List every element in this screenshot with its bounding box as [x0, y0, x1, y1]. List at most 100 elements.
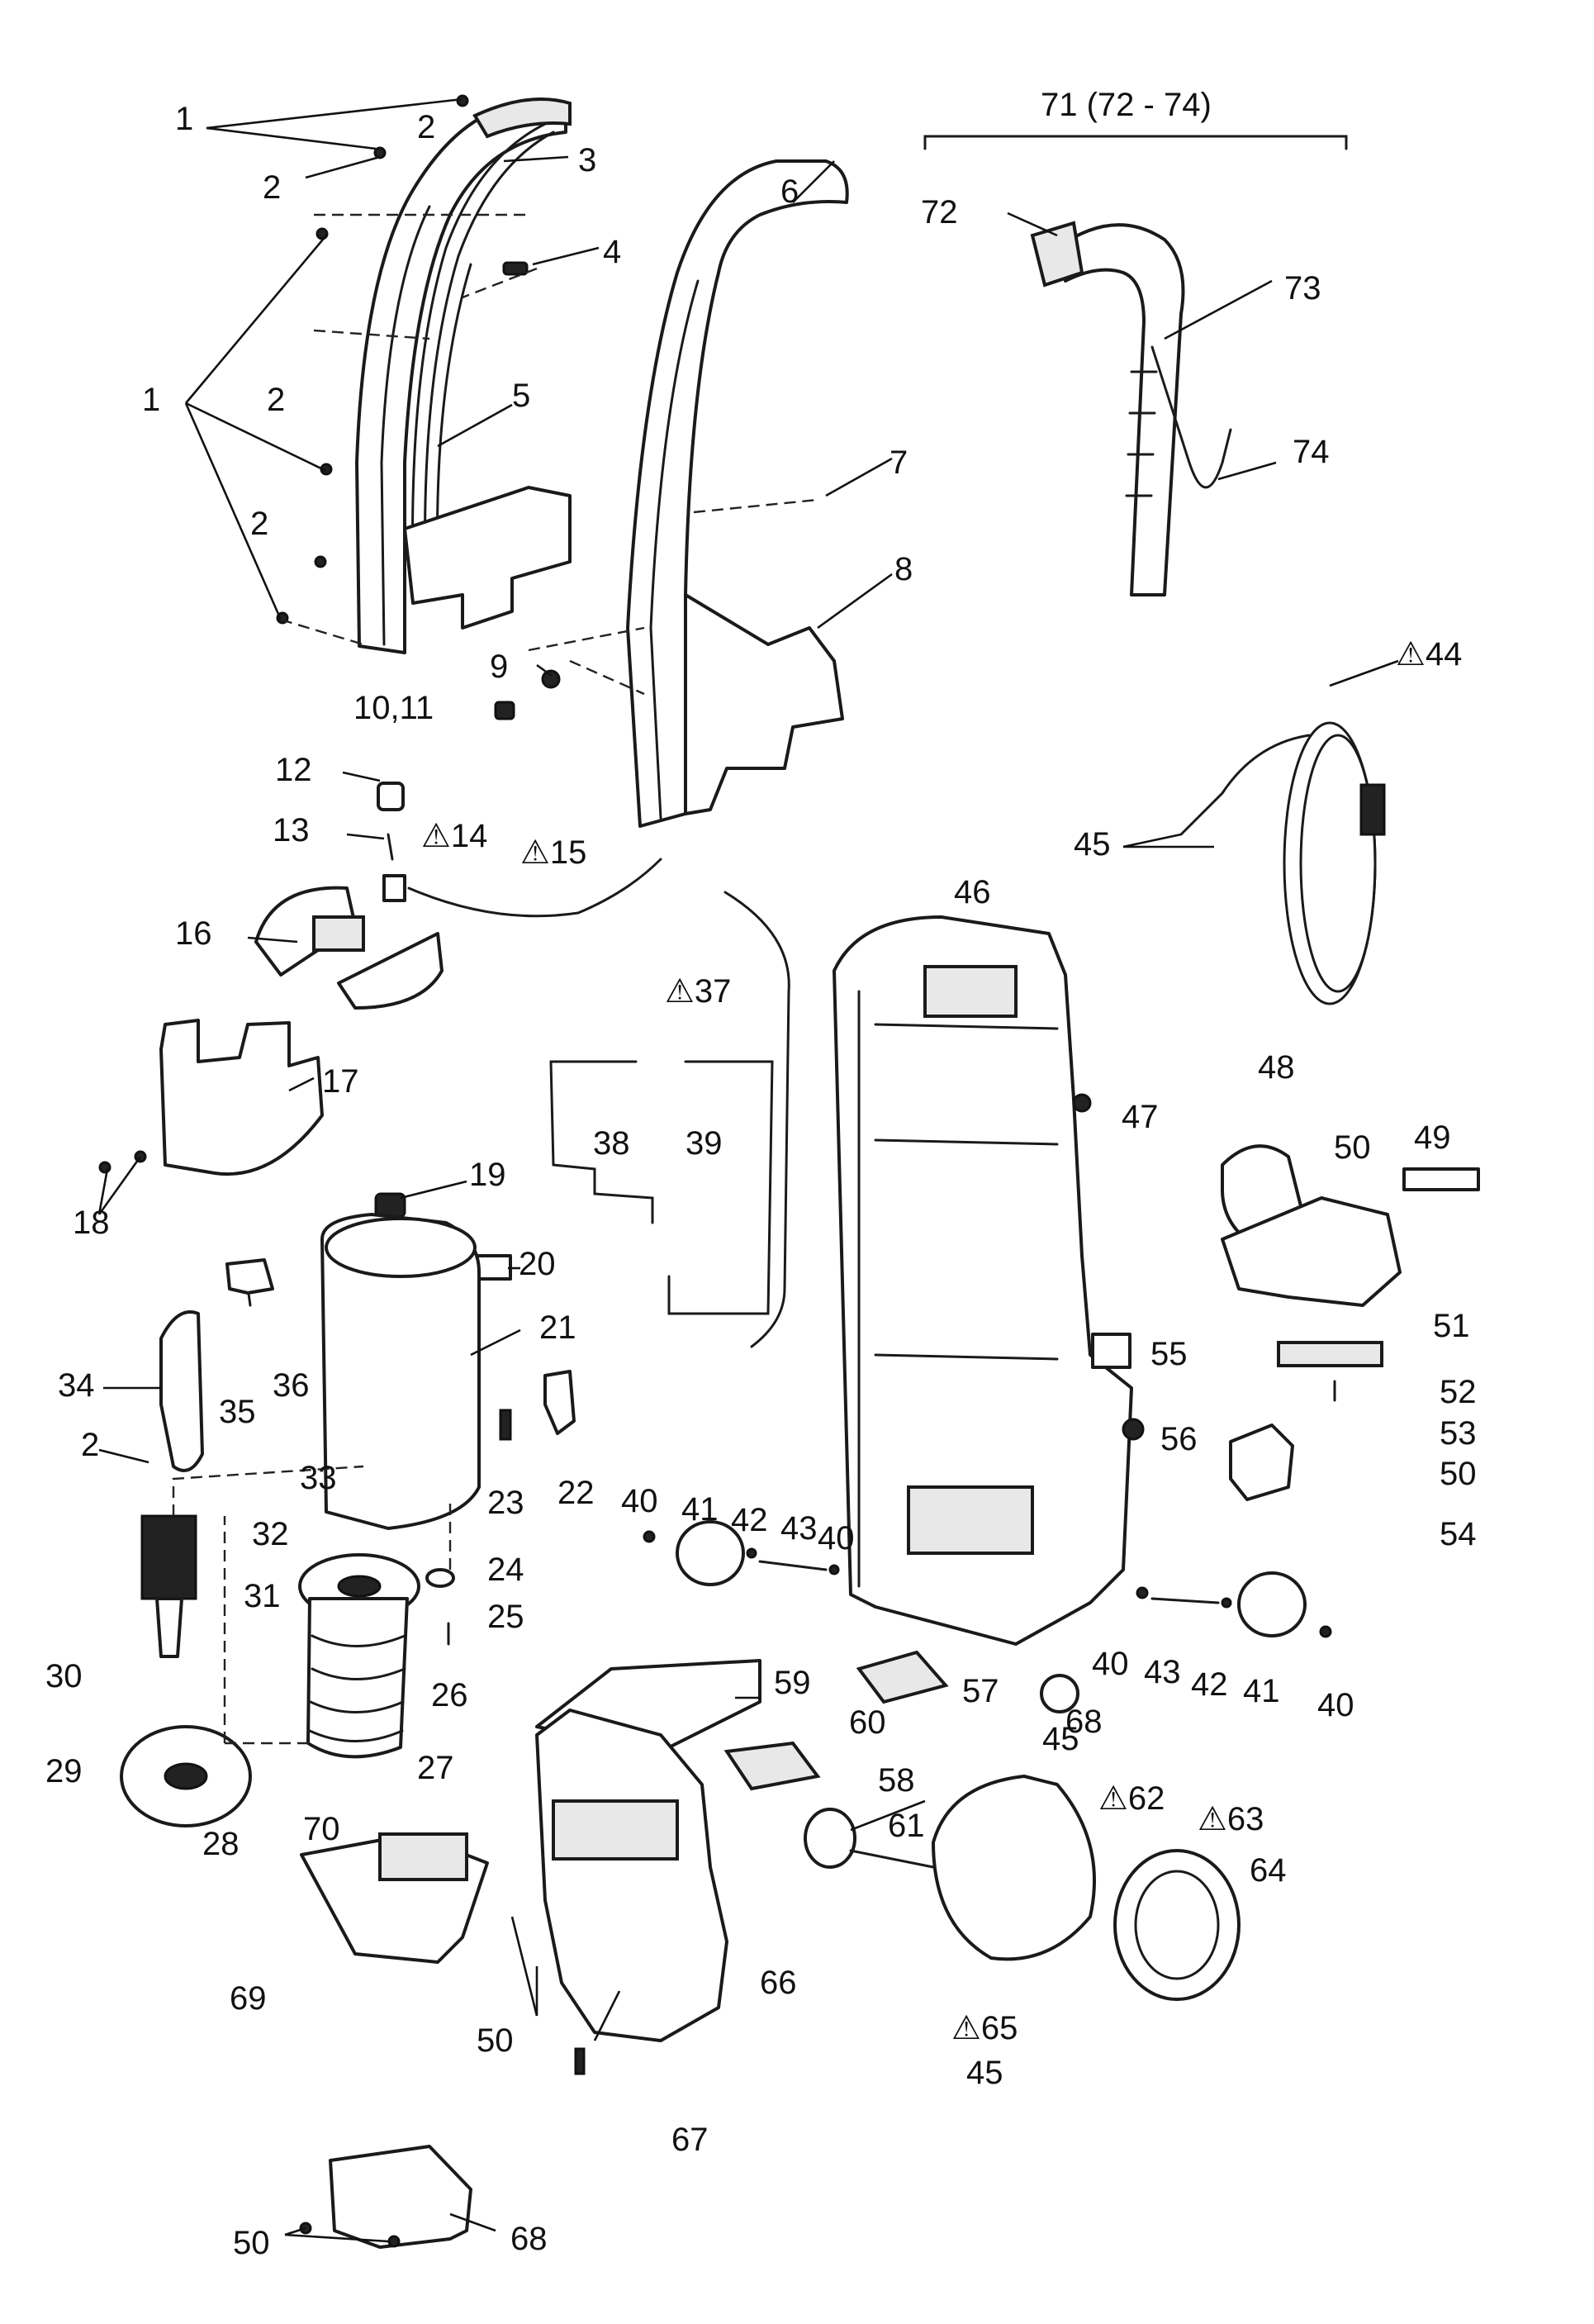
callout-l2c: 2 [267, 382, 285, 418]
handle-tube [626, 159, 849, 828]
filter-30 [140, 1514, 197, 1658]
callout-l6: 6 [780, 173, 799, 210]
callout-l15: ⚠15 [520, 834, 586, 871]
handle-dash-lines [280, 213, 538, 646]
callout-l28: 28 [202, 1826, 240, 1862]
callout-l22: 22 [557, 1475, 595, 1511]
callout-l43a: 43 [780, 1510, 818, 1547]
callout-l19: 19 [469, 1157, 506, 1193]
callout-labels: 1 2 3 2 4 1 2 5 2 6 7 8 9 10,11 71 (72 -… [45, 87, 1477, 2261]
callout-l26: 26 [431, 1677, 468, 1713]
callout-l32: 32 [252, 1516, 289, 1552]
callout-l42b: 42 [1191, 1666, 1228, 1703]
callout-l24: 24 [487, 1552, 524, 1588]
callout-l41a: 41 [681, 1491, 719, 1528]
callout-l49: 49 [1414, 1119, 1451, 1156]
callout-l17: 17 [322, 1063, 359, 1100]
callout-l1011: 10,11 [353, 690, 434, 726]
callout-l56: 56 [1160, 1421, 1198, 1457]
switch-housing-17 [159, 1019, 324, 1176]
fastener-9 [541, 669, 561, 689]
latch-19 [374, 1192, 406, 1219]
callout-l63: ⚠63 [1198, 1801, 1264, 1837]
cover-68 [329, 2145, 472, 2249]
latch-22 [543, 1370, 576, 1435]
callout-l33: 33 [300, 1460, 337, 1496]
wheel-left [643, 1520, 840, 1586]
callout-l62: ⚠62 [1098, 1780, 1165, 1817]
callout-l50a: 50 [1334, 1129, 1371, 1166]
callout-l9: 9 [490, 649, 508, 685]
callout-l40d: 40 [1317, 1687, 1354, 1723]
callout-l13: 13 [273, 812, 310, 848]
callout-l2b: 2 [263, 169, 281, 206]
cap-64 [1113, 1849, 1241, 2001]
callout-l41b: 41 [1243, 1673, 1280, 1709]
tube-dash-lines [528, 498, 818, 696]
callout-l67: 67 [671, 2122, 709, 2158]
callout-l53: 53 [1440, 1415, 1477, 1452]
filter-26-27 [306, 1597, 409, 1759]
callout-l37: ⚠37 [665, 973, 731, 1010]
callout-l48: 48 [1258, 1049, 1295, 1086]
callout-l70: 70 [303, 1811, 340, 1847]
callout-l51: 51 [1433, 1308, 1470, 1344]
callout-l18: 18 [73, 1205, 110, 1241]
screw-47 [1072, 1093, 1092, 1113]
callout-l2d: 2 [250, 506, 268, 542]
callout-l1b: 1 [142, 382, 160, 418]
callout-l27: 27 [417, 1750, 454, 1786]
gasket-38-39 [549, 1060, 774, 1315]
callout-l44: ⚠44 [1396, 636, 1462, 672]
seal-24 [425, 1568, 455, 1588]
handle-base-bracket [403, 486, 572, 630]
label-49 [1402, 1167, 1480, 1191]
filter-70 [378, 1832, 468, 1881]
callout-l34: 34 [58, 1367, 95, 1404]
callout-l52: 52 [1440, 1374, 1477, 1410]
base-housing-66 [535, 1709, 728, 2042]
callout-l46: 46 [954, 874, 991, 910]
pulley-61 [804, 1808, 856, 1869]
callout-l54: 54 [1440, 1516, 1477, 1552]
callout-l47: 47 [1122, 1099, 1159, 1135]
switch-plate-52 [1277, 1341, 1383, 1367]
callout-l45b: 45 [1042, 1721, 1079, 1757]
screw-part-4 [502, 261, 529, 276]
callout-l2e: 2 [81, 1427, 99, 1463]
handle-screws [276, 94, 469, 625]
callout-l64: 64 [1250, 1852, 1287, 1889]
handle-grip-top [472, 97, 572, 139]
leader-lines [97, 97, 1399, 2243]
callout-l39: 39 [686, 1125, 723, 1162]
nut-56 [1122, 1418, 1145, 1441]
callout-l60: 60 [849, 1704, 886, 1741]
wheel-right [1136, 1571, 1332, 1638]
callout-l50b: 50 [1440, 1456, 1477, 1492]
callout-l43b: 43 [1144, 1654, 1181, 1690]
callout-l40a: 40 [621, 1483, 658, 1519]
callout-l50c: 50 [477, 2022, 514, 2059]
callout-l45a: 45 [1074, 826, 1111, 863]
hose-assembly [1030, 221, 1232, 596]
callout-l14: ⚠14 [421, 818, 487, 854]
main-body-46 [833, 915, 1133, 1646]
callout-l30: 30 [45, 1658, 83, 1694]
callout-l68b: 68 [510, 2221, 548, 2257]
callout-l20: 20 [519, 1246, 556, 1282]
callout-l69: 69 [230, 1980, 267, 2017]
callout-l29: 29 [45, 1753, 83, 1789]
base-plate-28-29 [120, 1725, 252, 1827]
callout-l73: 73 [1284, 270, 1321, 307]
bracket-51 [1221, 1196, 1402, 1307]
callout-l5: 5 [512, 378, 530, 414]
chamber-dash-lines [172, 1465, 452, 1745]
screw-67 [574, 2047, 586, 2075]
callout-l40b: 40 [818, 1520, 855, 1556]
label-55 [1091, 1333, 1131, 1369]
callout-l25: 25 [487, 1599, 524, 1635]
callout-l42a: 42 [731, 1502, 768, 1538]
callout-l58: 58 [878, 1762, 915, 1799]
callout-l59: 59 [774, 1665, 811, 1701]
